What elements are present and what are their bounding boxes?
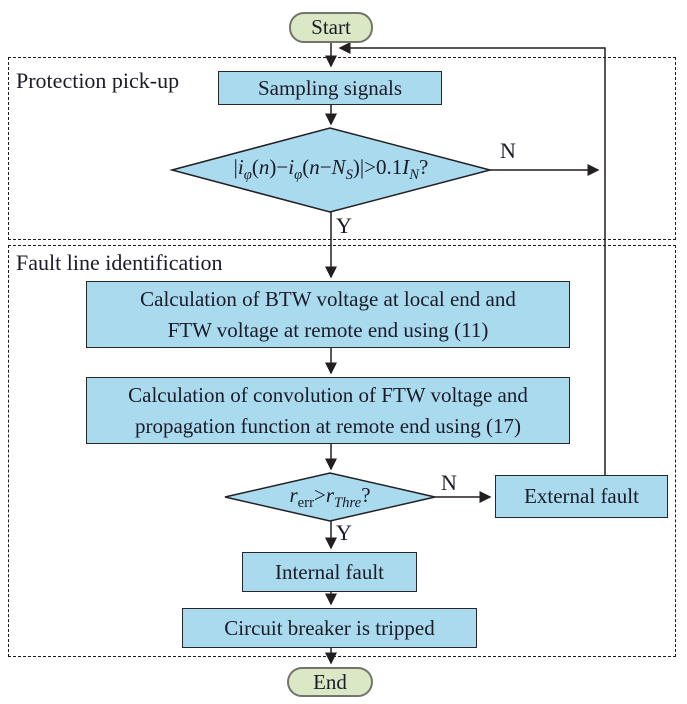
process-calc-btw-voltage: Calculation of BTW voltage at local end … bbox=[86, 281, 570, 348]
decision1-no-label: N bbox=[500, 138, 516, 163]
decision2-no-label: N bbox=[441, 470, 457, 495]
process-calc-btw-line1: Calculation of BTW voltage at local end … bbox=[140, 286, 516, 311]
decision1-yes-label: Y bbox=[336, 213, 352, 238]
region-fault-line-label: Fault line identification bbox=[16, 250, 223, 275]
process-sampling-signals: Sampling signals bbox=[218, 71, 442, 105]
region-protection-label: Protection pick-up bbox=[16, 68, 180, 93]
decision2-yes-label: Y bbox=[336, 520, 352, 545]
process-external-fault: External fault bbox=[495, 475, 668, 518]
process-circuit-breaker-tripped: Circuit breaker is tripped bbox=[182, 608, 477, 648]
decision-threshold-formula: rerr>rThre? bbox=[289, 483, 371, 512]
process-calc-btw-line2: FTW voltage at remote end using (11) bbox=[167, 317, 489, 342]
decision-pickup-formula: |iφ(n)−iφ(n−NS)|>0.1IN? bbox=[233, 155, 429, 184]
process-calc-convolution: Calculation of convolution of FTW voltag… bbox=[86, 377, 570, 444]
start-terminal: Start bbox=[289, 12, 373, 43]
process-calc-conv-line1: Calculation of convolution of FTW voltag… bbox=[128, 382, 528, 407]
process-internal-fault: Internal fault bbox=[242, 552, 417, 592]
end-terminal: End bbox=[287, 667, 373, 697]
process-calc-conv-line2: propagation function at remote end using… bbox=[134, 413, 522, 438]
